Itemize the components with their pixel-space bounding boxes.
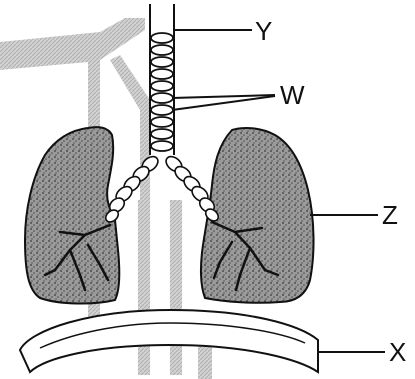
label-z: Z: [382, 200, 398, 230]
label-x: X: [389, 337, 406, 367]
label-w: W: [280, 80, 305, 110]
label-y: Y: [255, 16, 272, 46]
diaphragm: [20, 310, 318, 372]
